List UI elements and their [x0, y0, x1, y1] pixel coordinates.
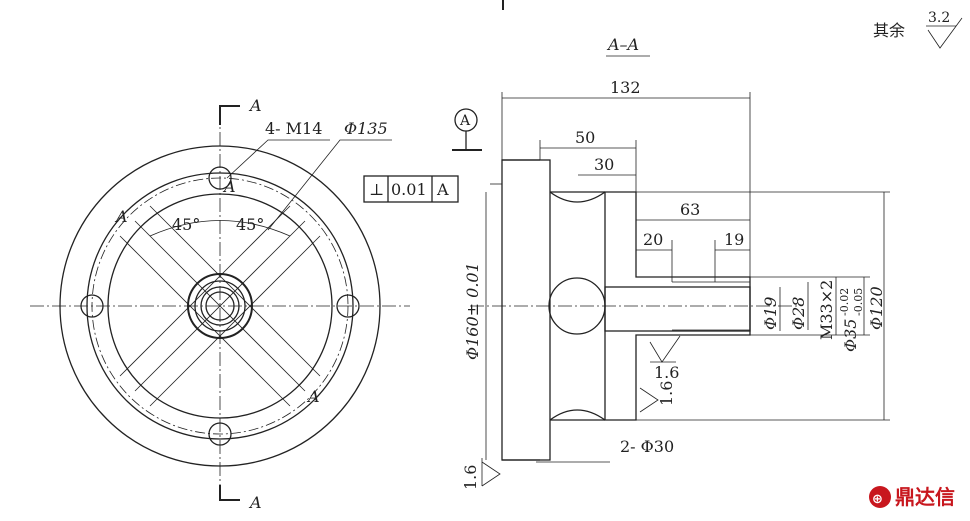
dim-30: 30 — [594, 155, 614, 174]
dim-thread: M33×2 — [817, 280, 836, 340]
tolerance-symbol: ⊥ — [369, 180, 384, 199]
dim-dia35-upper: -0.02 — [838, 288, 851, 316]
dim-overall-length: 132 — [610, 78, 641, 97]
angle-left-label: 45° — [172, 215, 200, 234]
dimension-lines — [485, 92, 890, 463]
section-mark-center: A — [222, 177, 236, 196]
section-title: A–A — [606, 35, 639, 54]
section-mark-top: A — [248, 96, 262, 115]
tolerance-value: 0.01 — [391, 180, 427, 199]
hub-inner — [200, 286, 240, 326]
bolt-hole-right — [336, 294, 360, 318]
dim-dia160: Φ160± 0.01 — [463, 262, 482, 360]
dim-dia120: Φ120 — [867, 286, 886, 330]
hub-bore — [205, 291, 235, 321]
surface-note-roughness: 3.2 — [928, 10, 950, 26]
front-view — [30, 105, 410, 501]
datum-label: A — [459, 113, 471, 129]
hole-label: 4- M14 — [265, 119, 322, 138]
inner-flange-circle — [86, 172, 354, 440]
bolt-hole-top — [208, 166, 232, 190]
section-mark-left: A — [114, 207, 128, 226]
svg-text:⊕: ⊕ — [872, 492, 883, 507]
roughness-symbol-3 — [481, 458, 501, 487]
dim-dia19: Φ19 — [761, 297, 780, 330]
hub-outer — [187, 273, 253, 339]
tolerance-frame: ⊥ 0.01 A — [363, 175, 459, 203]
dim-20: 20 — [643, 230, 663, 249]
roughness-symbol-1 — [649, 335, 681, 363]
dim-dia28: Φ28 — [789, 297, 808, 330]
dim-19: 19 — [724, 230, 744, 249]
dingdaxin-logo-icon: ⊕ — [869, 486, 891, 508]
outer-flange-circle — [59, 145, 381, 467]
roughness-3-value: 1.6 — [461, 465, 480, 490]
surface-note-text: 其余 — [873, 21, 905, 40]
bolt-hole-bottom — [208, 422, 232, 446]
roughness-symbol-2 — [639, 387, 659, 413]
dim-50: 50 — [575, 128, 595, 147]
brand-text: 鼎达信 — [895, 485, 955, 509]
section-mark-right: A — [306, 387, 320, 406]
roughness-1-value: 1.6 — [654, 363, 679, 382]
section-mark-bottom: A — [248, 493, 262, 512]
hub-mid — [194, 280, 246, 332]
dim-dia35: Φ35 — [841, 319, 860, 352]
roughness-2-value: 1.6 — [657, 381, 676, 406]
angle-right-label: 45° — [236, 215, 264, 234]
pcd-circle — [91, 177, 349, 435]
tolerance-datum: A — [436, 180, 449, 199]
boss-circle — [107, 193, 333, 419]
section-view — [470, 159, 800, 461]
dim-dia35-lower: -0.05 — [852, 288, 865, 316]
dim-holes: 2- Φ30 — [620, 437, 674, 456]
pcd-label: Φ135 — [344, 119, 388, 138]
surface-roughness-icon — [927, 17, 963, 49]
bolt-hole-left — [80, 294, 104, 318]
dim-63: 63 — [680, 200, 700, 219]
